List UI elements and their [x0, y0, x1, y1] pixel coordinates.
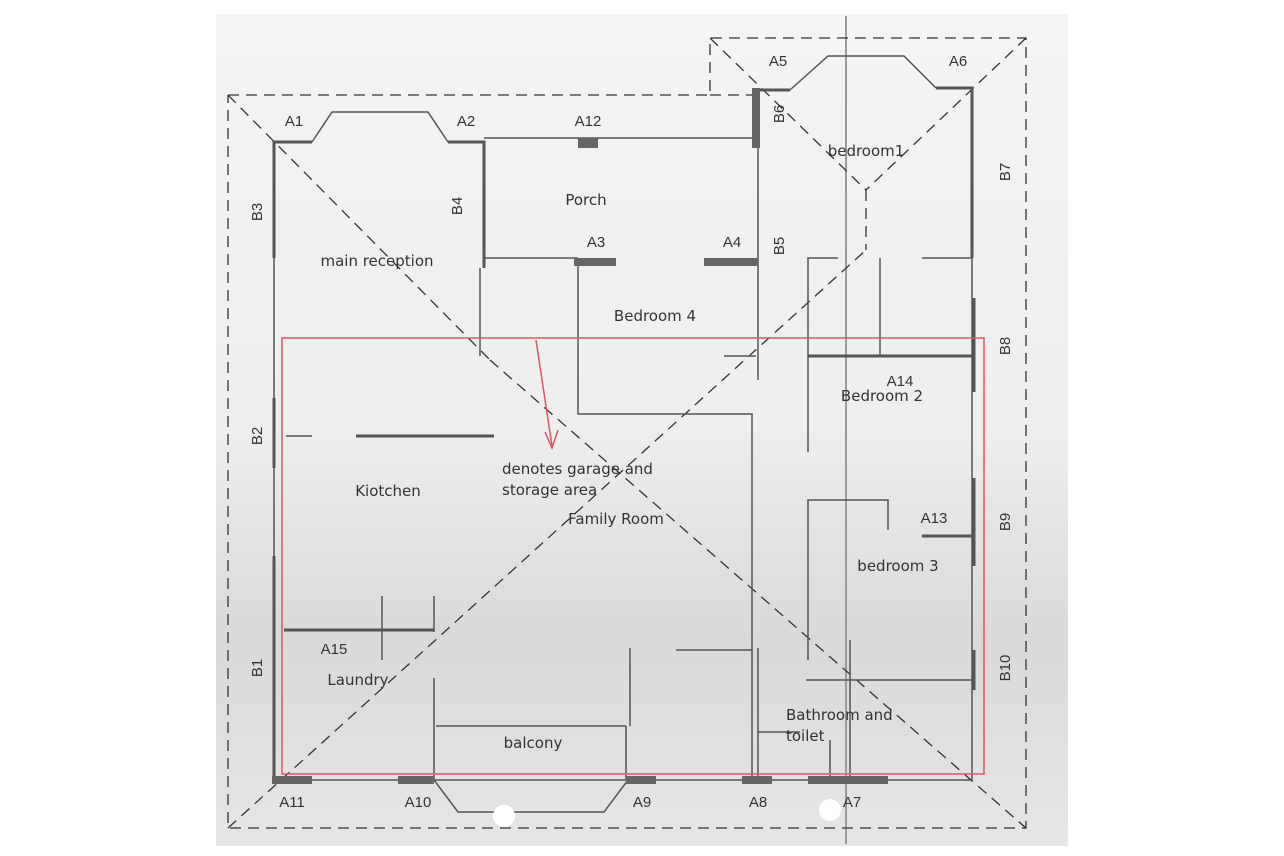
a-codes: A1 A2 A3 A4 A5 A6 A7 A8 A9 A10 A11 A12 A…: [279, 53, 967, 811]
external-walls: [272, 55, 976, 813]
room-bathroom-line2: toilet: [786, 727, 825, 745]
code-a13: A13: [921, 510, 948, 527]
room-bedroom3: bedroom 3: [857, 557, 938, 575]
roof-ridge-1: [227, 94, 491, 361]
annotation-arrow-line: [535, 339, 553, 447]
room-main-reception: main reception: [320, 252, 433, 270]
garage-storage-boundary: [281, 337, 985, 775]
roof-outline: [227, 37, 1027, 829]
code-b2: B2: [249, 427, 266, 445]
scanned-sheet: [216, 14, 1068, 846]
room-balcony: balcony: [504, 734, 563, 752]
room-bedroom4: Bedroom 4: [614, 307, 696, 325]
code-a15: A15: [321, 641, 348, 658]
punch-hole-right: [819, 799, 841, 821]
annotation-line2: storage area: [502, 481, 597, 499]
room-porch: Porch: [565, 191, 606, 209]
roof-ridge-2: [489, 359, 1027, 829]
code-b7: B7: [997, 163, 1014, 181]
code-a4: A4: [723, 234, 741, 251]
code-a1: A1: [285, 113, 303, 130]
room-family-room: Family Room: [568, 510, 664, 528]
code-a2: A2: [457, 113, 475, 130]
piers: [272, 88, 888, 784]
code-b6: B6: [771, 105, 788, 123]
code-b8: B8: [997, 337, 1014, 355]
punch-hole-left: [493, 805, 515, 827]
room-laundry: Laundry: [327, 671, 388, 689]
b-codes: B1 B2 B3 B4 B5 B6 B7 B8 B9 B10: [249, 105, 1014, 682]
roof-ridge-4: [709, 37, 867, 191]
code-a10: A10: [405, 794, 432, 811]
code-b5: B5: [771, 237, 788, 255]
code-a3: A3: [587, 234, 605, 251]
code-a12: A12: [575, 113, 602, 130]
code-a6: A6: [949, 53, 967, 70]
code-b10: B10: [997, 655, 1014, 682]
room-kitchen: Kiotchen: [355, 482, 421, 500]
roof-ridge-5: [865, 37, 1027, 191]
interior-walls: [284, 257, 974, 780]
code-b1: B1: [249, 659, 266, 677]
code-a11: A11: [279, 794, 305, 811]
annotation-line1: denotes garage and: [502, 460, 653, 478]
code-a14: A14: [887, 373, 914, 390]
code-b3: B3: [249, 203, 266, 221]
code-a7: A7: [843, 794, 861, 811]
room-bedroom1: bedroom1: [828, 142, 905, 160]
code-a8: A8: [749, 794, 767, 811]
room-bedroom2: Bedroom 2: [841, 387, 923, 405]
annotation-arrow-head: [544, 429, 559, 451]
code-b9: B9: [997, 513, 1014, 531]
code-b4: B4: [449, 197, 466, 215]
room-bathroom-line1: Bathroom and: [786, 706, 893, 724]
code-a9: A9: [633, 794, 651, 811]
code-a5: A5: [769, 53, 787, 70]
